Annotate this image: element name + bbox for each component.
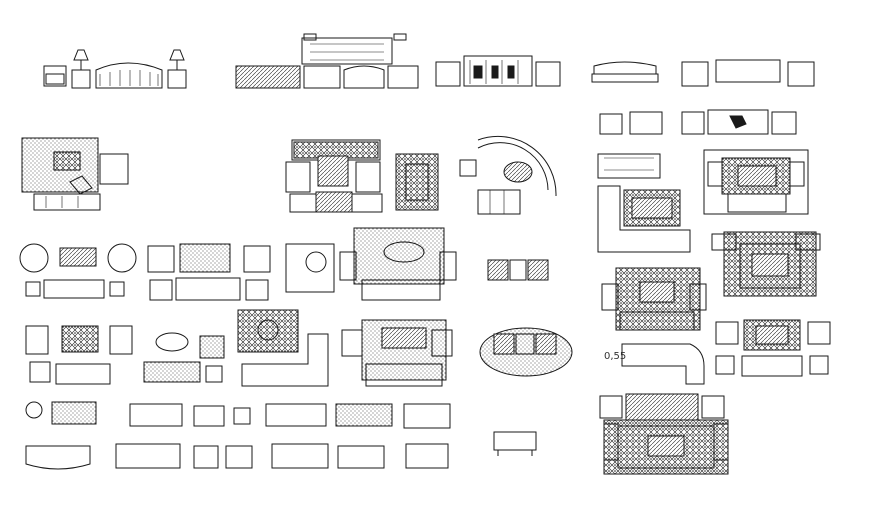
living-room-plan-2 <box>285 139 383 213</box>
sofa-set-plan-2 <box>25 325 133 385</box>
sofa-set-plan-1 <box>147 243 271 301</box>
l-shaped-sofa-plan <box>597 185 691 253</box>
sofas-row-1 <box>25 401 451 429</box>
elevation-set-1 <box>43 49 187 89</box>
living-room-plan-5 <box>601 267 707 331</box>
elevation-set-5 <box>597 109 797 179</box>
elevation-set-3 <box>435 55 561 87</box>
elevation-set-2 <box>235 33 419 89</box>
small-tables-plan <box>143 332 225 383</box>
patterned-rug <box>395 153 439 211</box>
living-room-plan-8 <box>715 319 831 377</box>
living-room-plan-3 <box>703 149 809 215</box>
dimension-label: 0,55 <box>604 351 627 362</box>
living-room-plan-7 <box>341 319 453 387</box>
sofas-row-2 <box>25 443 449 470</box>
living-room-plan-6 <box>711 231 821 297</box>
loveseat-elevation <box>493 431 537 456</box>
corner-sofa-plan <box>621 343 705 385</box>
living-room-plan-4 <box>339 227 457 301</box>
living-room-plan-1 <box>21 137 129 211</box>
armchair-plan <box>285 243 335 293</box>
lounge-chairs-set <box>19 243 137 299</box>
living-room-plan-9 <box>599 393 729 475</box>
oval-rug-set <box>479 327 573 377</box>
elevation-set-4 <box>591 59 815 87</box>
chairs-table-plan <box>487 259 549 281</box>
curved-sofa-plan <box>459 135 557 215</box>
l-sofa-rug-plan <box>237 309 329 387</box>
